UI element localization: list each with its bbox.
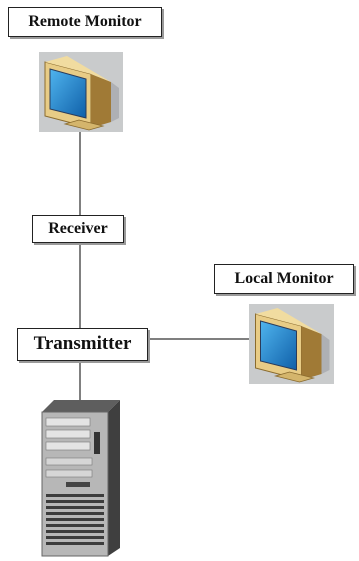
remote-monitor-label: Remote Monitor [8,7,162,37]
remote-monitor-icon [39,52,123,132]
local-monitor-label: Local Monitor [214,264,354,294]
server-icon [41,400,120,557]
local-monitor-icon [249,304,334,384]
receiver-label: Receiver [32,215,124,243]
transmitter-label: Transmitter [17,328,148,361]
